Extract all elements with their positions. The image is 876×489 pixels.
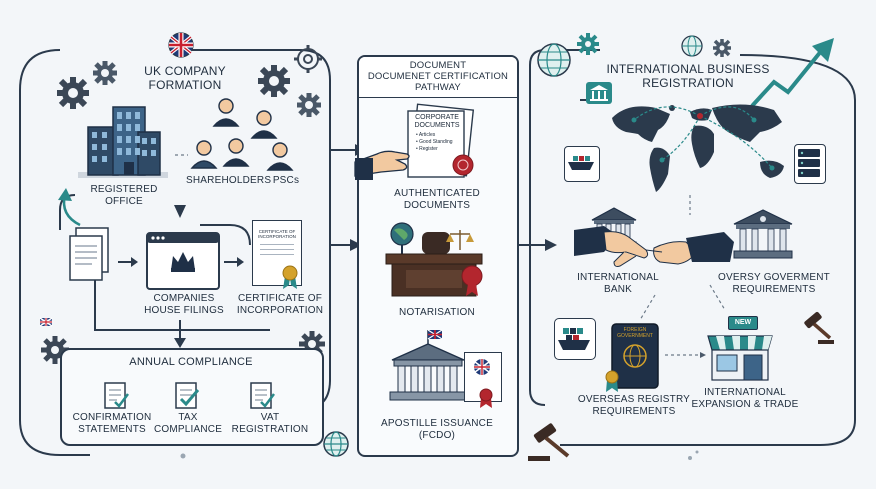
corporate-documents-text: CORPORATE DOCUMENTS • Articles • Good St… bbox=[410, 114, 464, 153]
apostille-label: APOSTILLE ISSUANCE (FCDO) bbox=[381, 418, 493, 441]
international-bank-label: INTERNATIONAL BANK bbox=[577, 272, 659, 295]
bank-icon bbox=[733, 209, 793, 259]
passport-icon bbox=[611, 323, 659, 389]
server-icon bbox=[798, 149, 820, 177]
gear-icon bbox=[297, 93, 321, 117]
checklist-icon bbox=[104, 382, 129, 409]
overseas-registry-label: OVERSEAS REGISTRY REQUIREMENTS bbox=[577, 394, 691, 417]
certificate-doc-text: CERTIFICATE OF INCORPORATION bbox=[258, 229, 296, 239]
authenticated-documents-label: AUTHENTICATED DOCUMENTS bbox=[394, 188, 480, 211]
certification-pathway-title: DOCUMENT DOCUMENET CERTIFICATION PATHWAY bbox=[367, 60, 509, 93]
people-icon bbox=[190, 98, 294, 171]
arrow-icon bbox=[118, 257, 138, 267]
gear-icon bbox=[577, 33, 599, 55]
tax-compliance-label: TAX COMPLIANCE bbox=[153, 412, 223, 435]
notary-desk-icon bbox=[385, 222, 483, 297]
ship-icon bbox=[568, 156, 594, 170]
gear-icon bbox=[713, 39, 731, 57]
corporate-documents-list: • Articles • Good Standing • Register bbox=[416, 132, 453, 152]
gavel-icon bbox=[804, 311, 834, 344]
certificate-label: CERTIFICATE OF INCORPORATION bbox=[236, 293, 324, 316]
registered-office-label: REGISTERED OFFICE bbox=[90, 184, 158, 207]
notarisation-label: NOTARISATION bbox=[399, 307, 475, 318]
world-map-icon bbox=[612, 104, 784, 192]
storefront-icon bbox=[707, 335, 773, 381]
globe-icon bbox=[537, 43, 571, 77]
vat-registration-label: VAT REGISTRATION bbox=[231, 412, 309, 435]
international-registration-title: INTERNATIONAL BUSINESS REGISTRATION bbox=[606, 62, 770, 90]
crown-icon bbox=[171, 252, 195, 272]
certification-title-bar bbox=[359, 57, 517, 98]
uk-flag-icon bbox=[39, 317, 53, 327]
confirmation-statements-label: CONFIRMATION STATEMENTS bbox=[72, 412, 152, 435]
overseas-government-label: OVERSY GOVERMENT REQUIREMENTS bbox=[718, 272, 830, 295]
document-stack-icon bbox=[69, 227, 109, 281]
companies-house-label: COMPANIES HOUSE FILINGS bbox=[144, 293, 224, 316]
arrow-icon bbox=[224, 257, 244, 267]
gavel-icon bbox=[528, 423, 570, 461]
checklist-icon bbox=[175, 382, 200, 409]
gear-icon bbox=[294, 45, 322, 73]
annual-compliance-label: ANNUAL COMPLIANCE bbox=[129, 356, 253, 368]
pscs-label: PSCs bbox=[272, 175, 300, 186]
globe-icon bbox=[681, 35, 703, 57]
uk-flag-icon bbox=[474, 359, 490, 375]
gear-icon bbox=[258, 65, 290, 97]
passport-text: FOREIGN GOVERNMENT bbox=[617, 327, 653, 339]
trend-arrow-icon bbox=[750, 38, 834, 108]
new-sign: NEW bbox=[728, 316, 758, 330]
corporate-documents-heading: CORPORATE DOCUMENTS bbox=[414, 114, 460, 129]
government-building-icon bbox=[389, 329, 467, 401]
seal-icon bbox=[452, 154, 474, 176]
ship-icon bbox=[558, 328, 590, 350]
gear-icon bbox=[57, 77, 89, 109]
gear-icon bbox=[93, 61, 117, 85]
annual-compliance-panel bbox=[60, 348, 324, 446]
shareholders-label: SHAREHOLDERS bbox=[186, 175, 272, 186]
seal-icon bbox=[479, 388, 493, 408]
handshake-icon bbox=[574, 226, 734, 267]
uk-formation-title: UK COMPANY FORMATION bbox=[144, 64, 226, 92]
uk-flag-icon bbox=[168, 32, 194, 58]
building-icon bbox=[78, 106, 168, 178]
globe-icon bbox=[323, 431, 349, 457]
new-sign-text: NEW bbox=[734, 319, 752, 326]
bank-icon bbox=[586, 82, 612, 104]
hand-icon bbox=[354, 150, 410, 180]
checklist-icon bbox=[250, 382, 275, 409]
international-expansion-label: INTERNATIONAL EXPANSION & TRADE bbox=[691, 387, 799, 410]
seal-icon bbox=[605, 370, 619, 392]
seal-icon bbox=[282, 265, 298, 289]
